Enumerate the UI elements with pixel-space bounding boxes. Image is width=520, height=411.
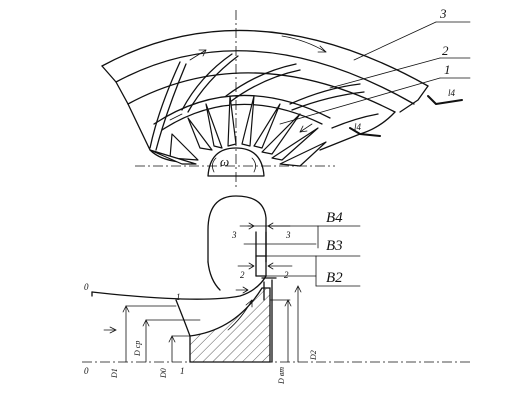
plane-b4: B4 [326, 210, 343, 226]
volute-casing [207, 195, 267, 263]
diffuser-vanes [149, 53, 379, 151]
impeller-ring-outer [153, 94, 331, 125]
station-3-right: 3 [285, 230, 291, 240]
plane-b3: B3 [326, 238, 343, 254]
section-mark-l4-left: l4 [354, 122, 362, 132]
dim-dcp: D cp [133, 341, 142, 357]
top-view: 3 2 1 l4 l4 ω [101, 6, 471, 190]
station-3-left: 3 [231, 230, 237, 240]
shroud-curve [91, 275, 267, 300]
flow-arrows [169, 35, 327, 133]
impeller-hub [207, 147, 265, 177]
station-arrows [235, 222, 293, 294]
callout-3: 3 [439, 6, 447, 21]
station-2-left: 2 [240, 270, 245, 280]
dim-d1: D1 [110, 368, 119, 379]
station-1-top: 1 [176, 292, 181, 302]
dim-d0: D0 [159, 368, 168, 379]
impeller-ring-inner [161, 103, 323, 131]
casing-outline [101, 29, 429, 163]
rotation-arrow-icon [212, 157, 217, 173]
plane-b2: B2 [326, 270, 343, 286]
callout-1: 1 [444, 62, 451, 77]
blade-leading-edge [175, 299, 191, 337]
diameter-dimensions [122, 285, 302, 363]
hub-disc [189, 287, 271, 363]
station-1-bottom: 1 [180, 366, 185, 376]
omega-label: ω [220, 154, 229, 169]
section-view: B4 B3 B2 3 3 2 2 1 0 0 [82, 195, 470, 385]
axis-label-top: 0 [84, 282, 89, 292]
section-mark-l4-right: l4 [448, 88, 456, 98]
callout-2: 2 [442, 43, 449, 58]
axis-label-bottom: 0 [84, 366, 89, 376]
station-2-right: 2 [284, 270, 289, 280]
dim-d2: D2 [309, 350, 318, 361]
impeller-blades [149, 95, 327, 167]
dim-dvt: D вт [277, 367, 286, 385]
